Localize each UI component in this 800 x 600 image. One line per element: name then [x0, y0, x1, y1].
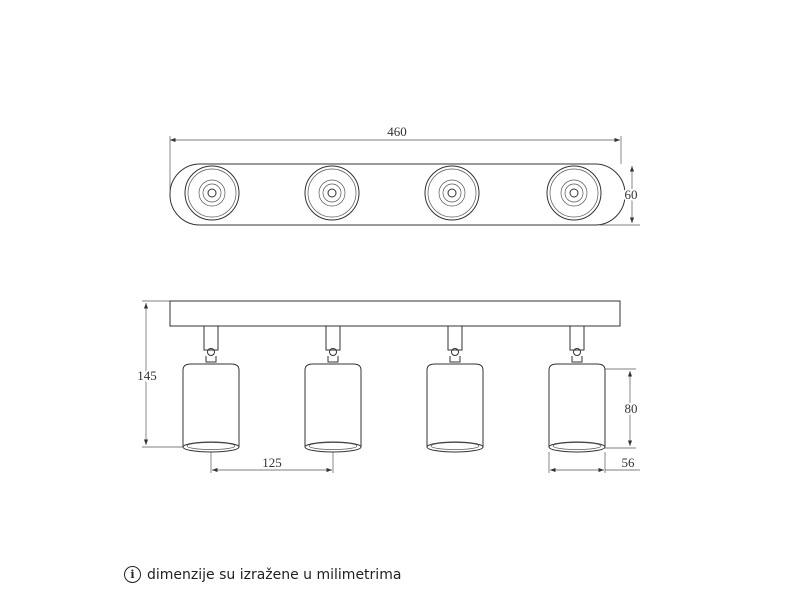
spot-diameter-label: 56 — [622, 455, 636, 470]
caption-text: dimenzije su izražene u milimetrima — [147, 566, 402, 583]
spacing-label: 125 — [262, 455, 282, 470]
spot-top-view — [546, 165, 602, 221]
spot-height-label: 80 — [625, 401, 638, 416]
length-label: 460 — [387, 124, 407, 139]
height-label: 145 — [137, 368, 157, 383]
spot-front-view — [548, 325, 606, 453]
units-caption: i dimenzije su izražene u milimetrima — [124, 566, 401, 583]
spot-top-view — [424, 165, 480, 221]
spot-front-view — [304, 325, 362, 453]
info-icon: i — [124, 566, 141, 583]
spot-top-view — [184, 165, 240, 221]
top-view: 460 60 — [169, 124, 640, 226]
base-plate-outline — [169, 163, 626, 226]
depth-label: 60 — [625, 187, 638, 202]
spot-top-view — [304, 165, 360, 221]
spot-front-view — [426, 325, 484, 453]
front-view: 145 125 80 56 — [135, 300, 640, 473]
mounting-bar — [169, 300, 621, 327]
spot-front-view — [182, 325, 240, 453]
